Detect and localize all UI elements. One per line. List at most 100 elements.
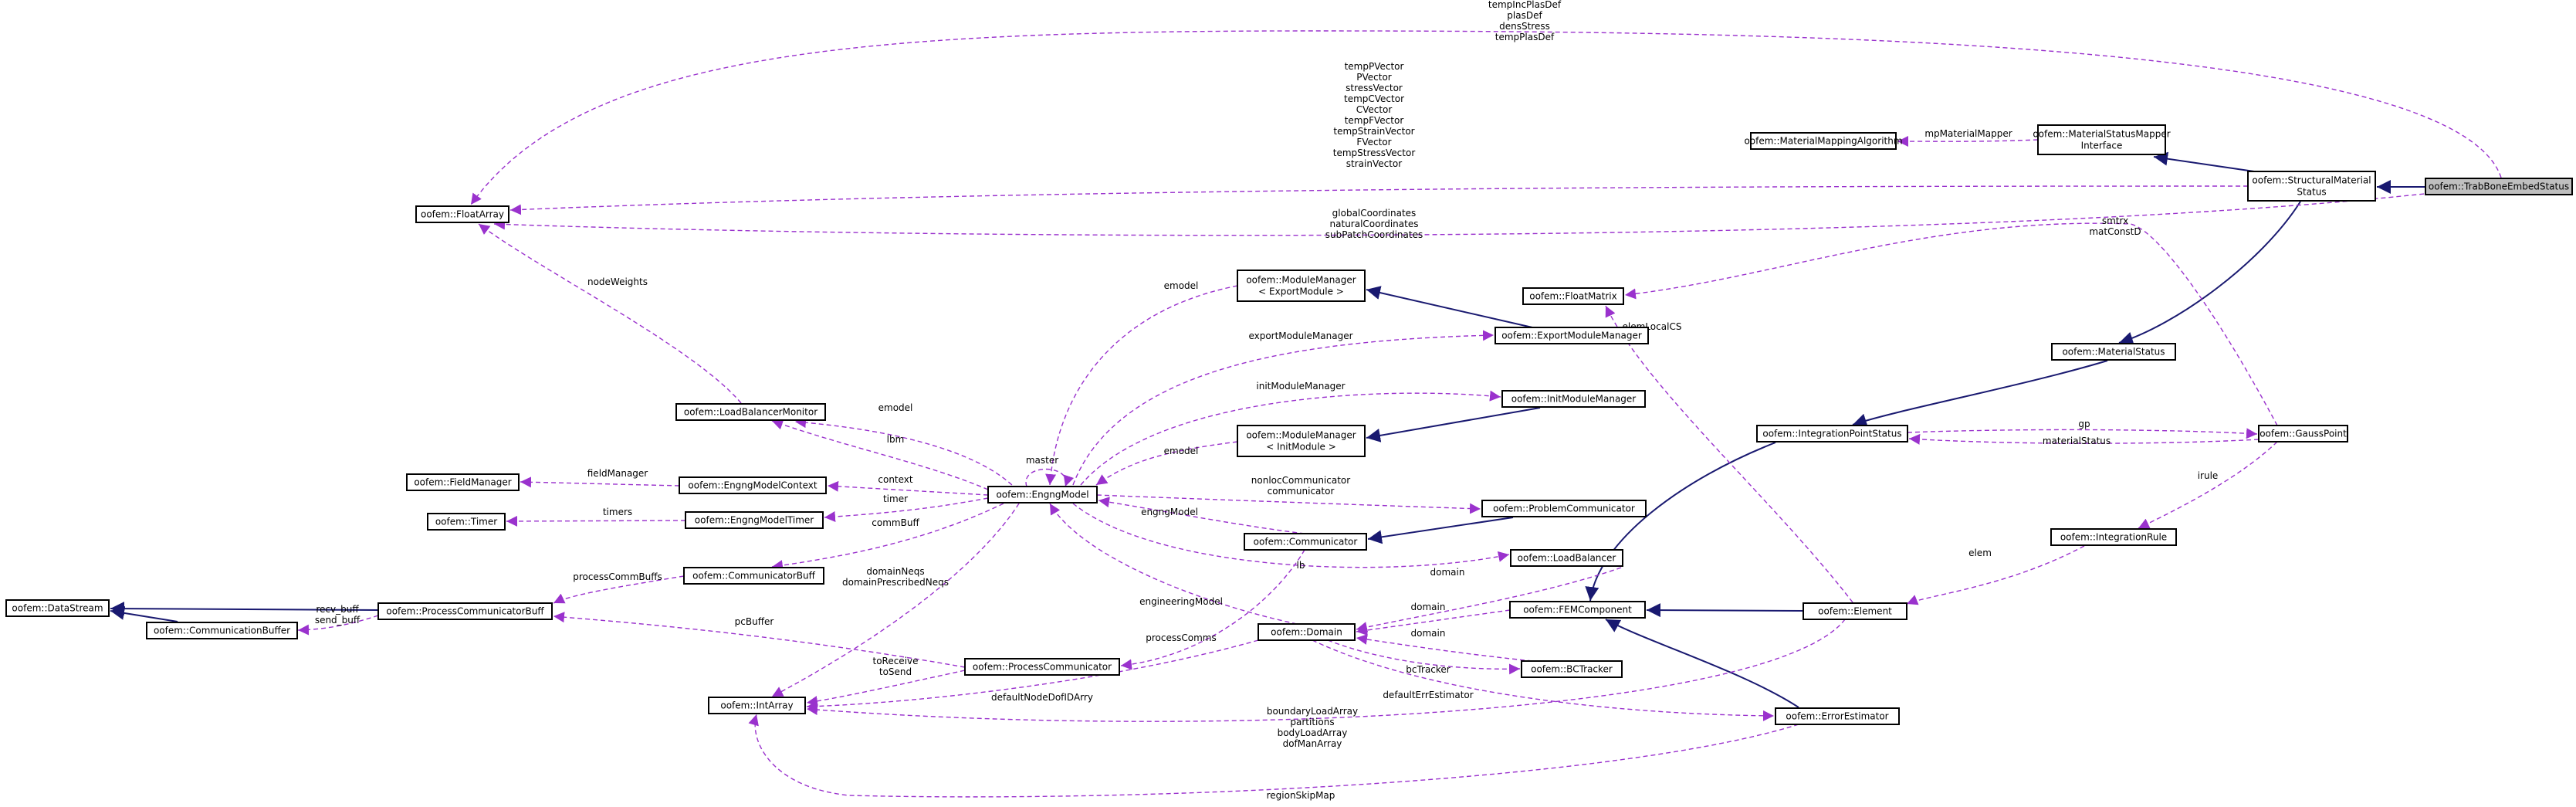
edge-label-matstat: materialStatus (2043, 436, 2111, 446)
class-node-fm[interactable]: oofem::FloatMatrix (1522, 287, 1624, 305)
class-node-label: oofem::MaterialStatus (2062, 347, 2165, 358)
class-node-dom[interactable]: oofem::Domain (1258, 623, 1356, 641)
class-node-emm[interactable]: oofem::ExportModuleManager (1494, 327, 1649, 344)
class-node-lb[interactable]: oofem::LoadBalancer (1510, 549, 1623, 567)
edge-label-text: commBuff (872, 517, 919, 528)
edge-cbuf-ds (110, 605, 178, 622)
edge-lbm (771, 419, 989, 490)
class-node-gp[interactable]: oofem::GaussPoint (2258, 425, 2348, 442)
class-node-trab[interactable]: oofem::TrabBoneEmbedStatus (2425, 178, 2573, 195)
edge-label-expmm: exportModuleManager (1248, 331, 1352, 341)
edge-label-nodew: nodeWeights (587, 276, 648, 287)
edge-pcbuffer (553, 612, 966, 668)
edge-engngm (1098, 497, 1305, 534)
edge-label-text: regionSkipMap (1267, 790, 1335, 801)
edge-pcomms (1120, 549, 1305, 670)
edge-engm2 (1049, 503, 1298, 625)
edge-label-text: defaultNodeDofIDArry (991, 692, 1093, 703)
edge-label-initmm: initModuleManager (1256, 381, 1345, 392)
class-node-label: oofem::MaterialStatusMapper (2033, 129, 2170, 140)
class-node-label: Interface (2081, 141, 2123, 151)
edge-timer (506, 515, 686, 527)
class-node-label: oofem::Communicator (1254, 537, 1358, 548)
class-node-em[interactable]: oofem::EngngModel (987, 486, 1098, 504)
edge-label-text: timer (883, 493, 908, 504)
edge-label-coords: globalCoordinatesnaturalCoordinatessubPa… (1325, 208, 1423, 240)
edge-label-text: processCommBuffs (573, 571, 662, 582)
edge-label-text: master (1026, 455, 1058, 466)
class-node-timer[interactable]: oofem::Timer (427, 513, 506, 531)
class-node-fem[interactable]: oofem::FEMComponent (1509, 601, 1646, 619)
class-node-label: oofem::ErrorEstimator (1786, 711, 1888, 722)
class-node-label: Status (2297, 187, 2326, 198)
edge-label-text: densStress (1499, 21, 1550, 32)
edge-label-text: tempIncPlasDef (1488, 0, 1562, 10)
class-node-ds[interactable]: oofem::DataStream (5, 599, 110, 617)
class-node-emc[interactable]: oofem::EngngModelContext (679, 476, 827, 494)
class-node-cb[interactable]: oofem::CommunicatorBuff (683, 567, 824, 585)
class-node-label: oofem::ModuleManager (1246, 430, 1356, 441)
class-node-ips[interactable]: oofem::IntegrationPointStatus (1756, 425, 1908, 442)
edge-label-vectors: tempPVectorPVectorstressVectortempCVecto… (1333, 61, 1416, 169)
nodes-layer: oofem::TrabBoneEmbedStatus oofem::Structu… (5, 124, 2573, 725)
class-node-label: oofem::ProcessCommunicator (973, 662, 1112, 673)
class-node-ia[interactable]: oofem::IntArray (708, 697, 806, 714)
class-node-mminit[interactable]: oofem::ModuleManager< InitModule > (1237, 425, 1366, 457)
class-node-cbuf[interactable]: oofem::CommunicationBuffer (146, 622, 298, 639)
edge-label-text: CVector (1356, 104, 1393, 115)
class-node-pc[interactable]: oofem::ProblemCommunicator (1481, 500, 1647, 517)
class-node-ee[interactable]: oofem::ErrorEstimator (1775, 707, 1900, 725)
edge-label-text: pcBuffer (735, 616, 774, 627)
edge-label-text: domainNeqs (866, 566, 924, 577)
class-node-lbm[interactable]: oofem::LoadBalancerMonitor (675, 403, 826, 421)
edge-emodel1 (1045, 285, 1238, 486)
edge-label-top: tempIncPlasDefplasDefdensStresstempPlasD… (1488, 0, 1562, 42)
class-node-mmexp[interactable]: oofem::ModuleManager< ExportModule > (1237, 270, 1366, 302)
edge-label-text: recv_buff (316, 604, 359, 615)
class-node-imm[interactable]: oofem::InitModuleManager (1501, 390, 1646, 408)
edge-label-gp: gp (2078, 419, 2090, 429)
class-node-label: oofem::LoadBalancer (1518, 553, 1616, 564)
edge-label-commbuff: commBuff (872, 517, 919, 528)
edge-ips-fem (1585, 442, 1776, 602)
class-node-proc[interactable]: oofem::ProcessCommunicator (964, 658, 1120, 676)
class-node-label: oofem::ModuleManager (1246, 275, 1356, 286)
class-node-el[interactable]: oofem::Element (1803, 602, 1907, 620)
edge-imm-mminit (1366, 407, 1541, 442)
class-node-emt[interactable]: oofem::EngngModelTimer (685, 511, 824, 529)
class-node-mma[interactable]: oofem::MaterialMappingAlgorithm (1744, 132, 1903, 150)
edge-mstat-ips (1852, 360, 2108, 427)
class-node-label: oofem::Element (1818, 606, 1892, 617)
class-node-comm[interactable]: oofem::Communicator (1244, 533, 1367, 551)
class-node-label: oofem::EngngModelContext (688, 480, 817, 491)
edge-label-text: matConstD (2089, 226, 2141, 237)
edge-expmm (1072, 330, 1494, 486)
class-node-label: oofem::ProcessCommunicatorBuff (386, 606, 544, 617)
edge-label-defnode: defaultNodeDofIDArry (991, 692, 1093, 703)
edge-label-text: gp (2078, 419, 2090, 429)
edge-label-text: communicator (1268, 486, 1335, 497)
class-node-fldm[interactable]: oofem::FieldManager (406, 473, 520, 491)
edge-irule (2138, 441, 2278, 529)
edge-label-text: bodyLoadArray (1278, 727, 1348, 738)
class-node-pcb[interactable]: oofem::ProcessCommunicatorBuff (377, 602, 553, 620)
class-node-ir[interactable]: oofem::IntegrationRule (2050, 528, 2177, 546)
class-node-mstat[interactable]: oofem::MaterialStatus (2051, 343, 2176, 361)
edge-deferr (1312, 639, 1775, 721)
edge-label-text: initModuleManager (1256, 381, 1345, 392)
edge-emodel2 (1095, 441, 1238, 486)
edge-label-text: plasDef (1507, 10, 1542, 21)
edge-sms-msmi (2153, 151, 2255, 172)
class-node-bct[interactable]: oofem::BCTracker (1521, 660, 1623, 678)
edge-label-pcbuffer: pcBuffer (735, 616, 774, 627)
class-node-fa[interactable]: oofem::FloatArray (415, 205, 509, 223)
edge-label-text: mpMaterialMapper (1924, 128, 2012, 139)
class-node-label: oofem::FloatMatrix (1529, 291, 1616, 302)
edge-toRecv (806, 670, 966, 707)
edge-label-engm2: engineeringModel (1139, 596, 1223, 607)
